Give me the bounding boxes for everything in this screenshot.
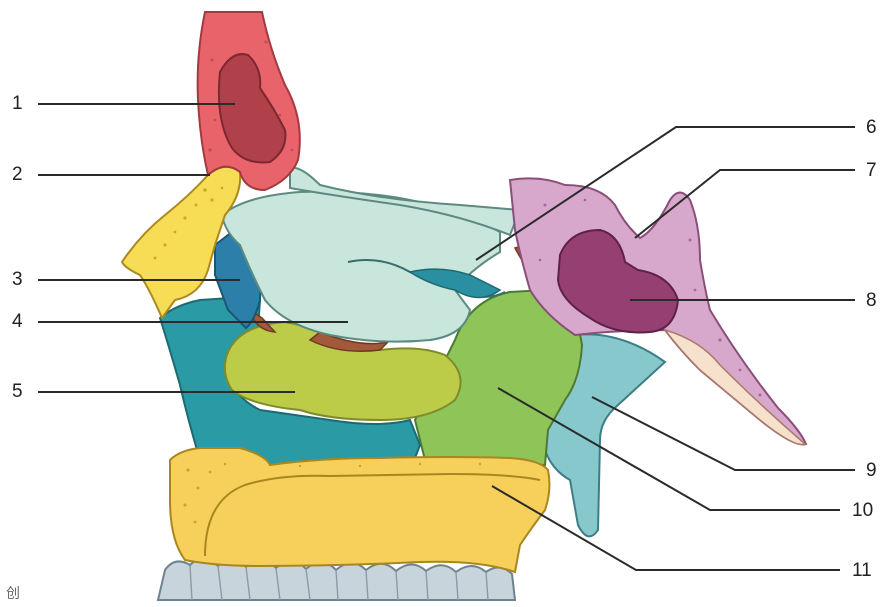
label-9: 9	[866, 460, 877, 481]
label-2: 2	[12, 164, 23, 185]
leader-9	[592, 397, 855, 470]
label-4: 4	[12, 311, 23, 332]
label-1: 1	[12, 93, 23, 114]
label-6: 6	[866, 117, 877, 138]
label-10: 10	[852, 500, 873, 521]
corner-mark: 创	[6, 585, 20, 601]
sphenoid-process	[665, 330, 805, 445]
label-8: 8	[866, 290, 877, 311]
label-11: 11	[852, 560, 872, 581]
label-5: 5	[12, 381, 23, 402]
label-3: 3	[12, 269, 23, 290]
label-7: 7	[866, 160, 877, 181]
